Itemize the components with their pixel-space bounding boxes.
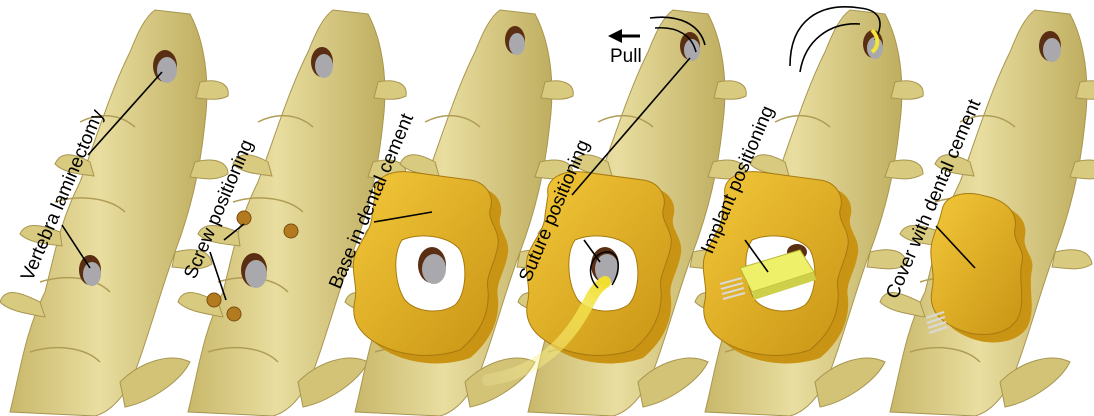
panel-1-vertebra-laminectomy: Vertebra laminectomy — [0, 10, 228, 416]
cement-cover — [926, 194, 1032, 343]
panel-5-implant-positioning: Implant positioning — [695, 7, 923, 416]
panel-6-cover-with-dental-cement: Cover with dental cement — [880, 10, 1094, 416]
label-pull: Pull — [610, 46, 642, 67]
